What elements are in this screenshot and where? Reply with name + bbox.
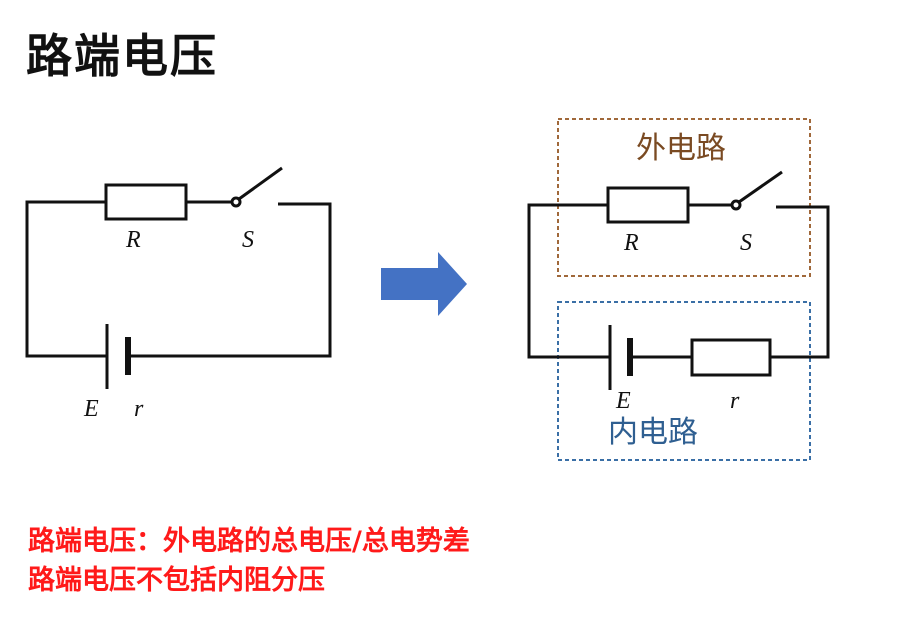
external-circuit-box <box>557 118 811 277</box>
right-switch-pivot <box>730 199 742 211</box>
exclusion-note: 路端电压不包括内阻分压 <box>28 565 325 596</box>
right-resistor <box>606 186 690 224</box>
internal-circuit-label: 内电路 <box>608 415 698 450</box>
right-resistor-label: R <box>623 230 639 256</box>
transform-arrow-icon <box>381 252 467 316</box>
left-switch-label: S <box>242 227 254 253</box>
left-resistor <box>104 183 188 221</box>
internal-circuit-box <box>557 301 811 461</box>
right-wire-left <box>527 203 610 359</box>
right-switch-blade <box>738 170 783 204</box>
right-internal-resistance-label: r <box>730 388 740 414</box>
left-circuit <box>25 166 332 389</box>
external-circuit-label: 外电路 <box>636 131 726 166</box>
left-resistor-label: R <box>125 227 141 253</box>
left-wire-right <box>128 202 332 358</box>
left-wire-left-top <box>25 200 107 358</box>
left-emf-label: E <box>83 396 99 422</box>
internal-resistor <box>690 338 772 377</box>
right-circuit <box>527 170 830 390</box>
left-switch-pivot <box>230 196 242 208</box>
page-title: 路端电压 <box>26 29 218 83</box>
left-internal-resistance-label: r <box>134 396 144 422</box>
left-switch-blade <box>238 166 283 201</box>
right-wire-right <box>770 205 830 359</box>
definition-note: 路端电压：外电路的总电压/总电势差 <box>28 526 470 557</box>
right-switch-label: S <box>740 230 752 256</box>
right-emf-label: E <box>615 388 631 414</box>
